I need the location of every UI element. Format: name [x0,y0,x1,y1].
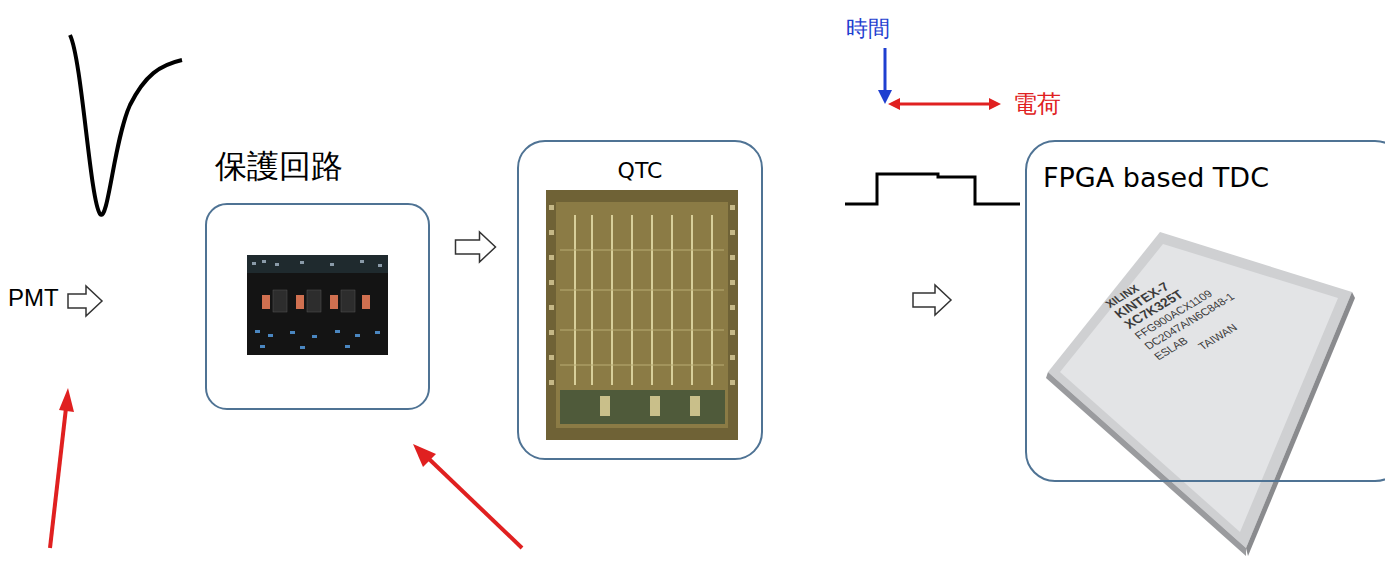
hollow-arrow [456,232,496,262]
axis-label: 時間 [846,14,890,44]
pointer-arrow [50,408,66,548]
protection-circuit-box: 保護回路 [205,203,430,410]
charge-arrow [898,103,990,106]
pointer-arrowhead [59,388,74,412]
box-heading: 保護回路 [215,145,343,189]
pointer-arrow [428,458,522,548]
qtc-box: QTC [517,140,763,460]
time-arrow [884,48,887,92]
fpga-chip-photo [1046,232,1355,556]
box-title: FPGA based TDC [1043,162,1269,193]
hollow-arrow [913,285,951,315]
charge-arrowhead [888,98,900,110]
time-arrowhead [878,90,892,104]
qtc-output-pulse [845,174,1020,204]
hollow-arrow [68,286,102,316]
box-title: QTC [618,158,663,183]
pmt-pulse [70,35,182,215]
pointer-arrowhead [413,444,436,467]
source-label: PMT [8,284,59,312]
pcb-photo [247,255,388,355]
qtc-die-photo [546,190,738,440]
charge-arrowhead [989,98,1001,110]
axis-label: 電荷 [1013,88,1061,120]
